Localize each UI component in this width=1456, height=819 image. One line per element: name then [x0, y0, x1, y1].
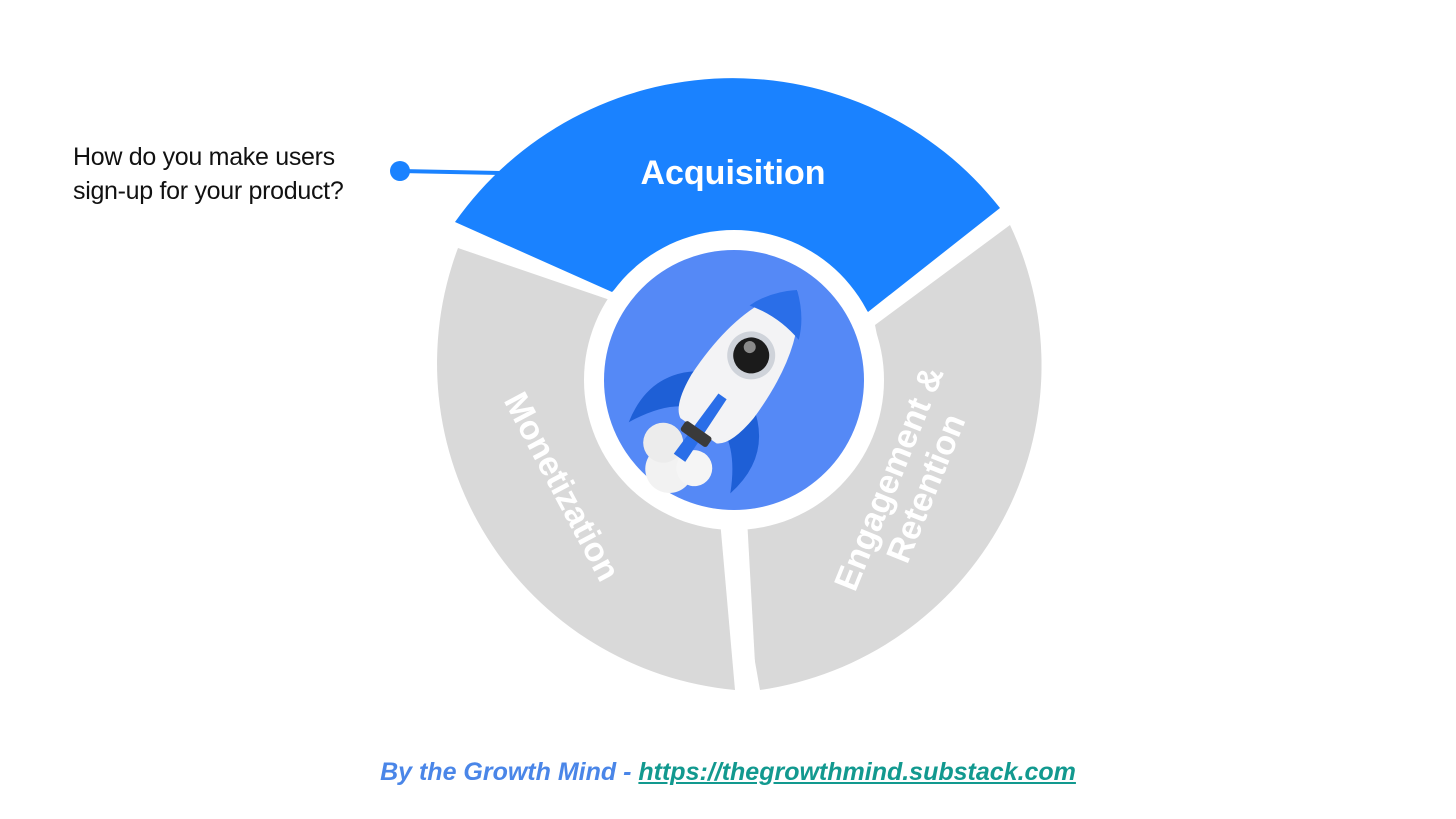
segment-acquisition[interactable]	[455, 78, 1000, 312]
segment-label-acquisition: Acquisition	[640, 154, 825, 192]
footer: By the Growth Mind - https://thegrowthmi…	[0, 758, 1456, 787]
rocket-icon	[628, 289, 802, 494]
footer-link[interactable]: https://thegrowthmind.substack.com	[638, 758, 1076, 786]
segment-engagement[interactable]	[730, 225, 1042, 690]
callout-connector	[399, 169, 501, 175]
segment-monetization[interactable]	[437, 248, 735, 690]
segment-divider	[728, 499, 757, 701]
callout-text: How do you make users sign-up for your p…	[73, 140, 393, 208]
callout-line-1: How do you make users	[73, 143, 335, 171]
callout-line-2: sign-up for your product?	[73, 177, 344, 205]
footer-byline: By the Growth Mind -	[380, 758, 639, 786]
